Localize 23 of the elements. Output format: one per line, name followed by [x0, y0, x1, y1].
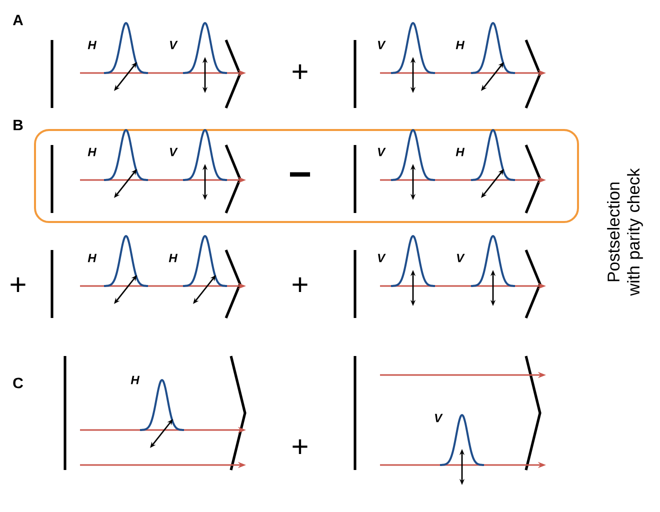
plus-sign: + — [292, 64, 308, 80]
polarization-label: H — [168, 254, 178, 262]
polarization-label: V — [435, 414, 443, 422]
panel-letter: B — [14, 120, 23, 130]
minus-sign: − — [290, 172, 310, 177]
polarization-label: H — [456, 40, 465, 50]
plus-sign: + — [292, 277, 308, 292]
polarization-label: V — [378, 40, 386, 50]
polarization-label: H — [88, 148, 97, 156]
polarization-label: H — [456, 148, 465, 156]
panel-letter: A — [12, 14, 24, 26]
polarization-label: V — [378, 254, 386, 262]
polarization-label: V — [457, 254, 465, 262]
polarization-label: H — [88, 254, 97, 262]
polarization-label: V — [378, 148, 386, 156]
plus-sign: + — [10, 277, 26, 292]
polarization-label: H — [88, 40, 97, 50]
panel-letter: C — [13, 378, 23, 388]
polarization-label: V — [170, 40, 178, 50]
polarization-label: H — [130, 376, 140, 384]
annotation-text: Postselection with parity check — [607, 168, 643, 296]
plus-sign: + — [292, 439, 308, 454]
polarization-label: V — [170, 148, 178, 156]
